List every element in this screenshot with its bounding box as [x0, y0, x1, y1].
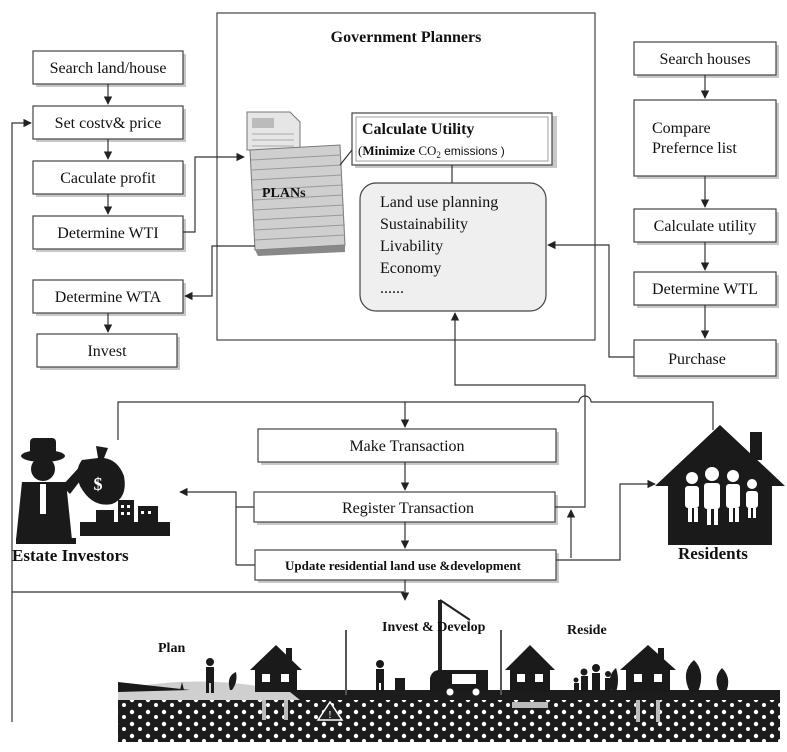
- svg-text:!: !: [328, 709, 332, 721]
- svg-text:$: $: [94, 474, 103, 494]
- residents-house-icon: [655, 425, 785, 545]
- svg-text:Make Transaction: Make Transaction: [349, 438, 464, 455]
- svg-text:Update residential land use &d: Update residential land use &development: [285, 558, 522, 573]
- svg-text:Economy: Economy: [380, 260, 441, 277]
- determine-wta-box: [32, 279, 184, 314]
- investor-flow: Search land/house Set costv& price Cacul…: [32, 50, 186, 370]
- calculate-utility-subtitle: (Minimize CO2 emissions ): [358, 143, 505, 160]
- calculate-utility-box: [351, 112, 553, 166]
- svg-text:Determine WTL: Determine WTL: [652, 281, 758, 298]
- update-land-use-box: [254, 549, 557, 581]
- calculate-profit-box: [32, 160, 184, 195]
- svg-text:Calculate utility: Calculate utility: [654, 218, 757, 235]
- search-land-house-box: [32, 50, 184, 85]
- development-scene: !: [118, 599, 780, 742]
- svg-text:Set costv& price: Set costv& price: [55, 115, 162, 132]
- invest-box: [36, 333, 178, 368]
- government-planners-title: Government Planners: [331, 29, 482, 46]
- svg-text:Determine WTI: Determine WTI: [57, 225, 158, 242]
- svg-text:Purchase: Purchase: [668, 351, 726, 368]
- set-cost-price-box: [32, 105, 184, 140]
- svg-text:Caculate profit: Caculate profit: [60, 170, 156, 187]
- scene-label-reside: Reside: [567, 623, 607, 638]
- svg-text:Determine WTA: Determine WTA: [55, 289, 162, 306]
- residents-label: Residents: [678, 544, 748, 563]
- plans-label: PLANs: [262, 186, 306, 201]
- scene-label-invest-develop: Invest & Develop: [382, 620, 486, 635]
- estate-investor-icon: $: [16, 438, 170, 544]
- purchase-box: [633, 339, 777, 377]
- register-transaction-box: [253, 491, 556, 523]
- svg-text:Search houses: Search houses: [659, 51, 750, 68]
- svg-text:Invest: Invest: [87, 343, 127, 360]
- svg-text:Livability: Livability: [380, 238, 443, 255]
- planning-criteria-box: [359, 182, 547, 312]
- plans-document-stack: PLANs: [246, 111, 346, 256]
- transaction-flow: Make Transaction Register Transaction Up…: [253, 428, 559, 601]
- svg-text:Sustainability: Sustainability: [380, 216, 468, 233]
- svg-text:Search land/house: Search land/house: [50, 60, 167, 77]
- planning-criteria-list: Land use planning Sustainability Livabil…: [380, 194, 498, 297]
- determine-wti-box: [32, 215, 184, 250]
- estate-investors-label: Estate Investors: [12, 546, 129, 565]
- calculate-utility-title: Calculate Utility: [362, 121, 474, 138]
- svg-text:Register Transaction: Register Transaction: [342, 500, 474, 517]
- svg-text:......: ......: [380, 280, 404, 297]
- make-transaction-box: [257, 428, 557, 463]
- svg-text:Land use planning: Land use planning: [380, 194, 498, 211]
- determine-wtl-box: [633, 271, 777, 306]
- compare-preference-list-box: [633, 99, 777, 177]
- calculate-utility-resident-box: [633, 208, 777, 243]
- scene-label-plan: Plan: [158, 641, 185, 656]
